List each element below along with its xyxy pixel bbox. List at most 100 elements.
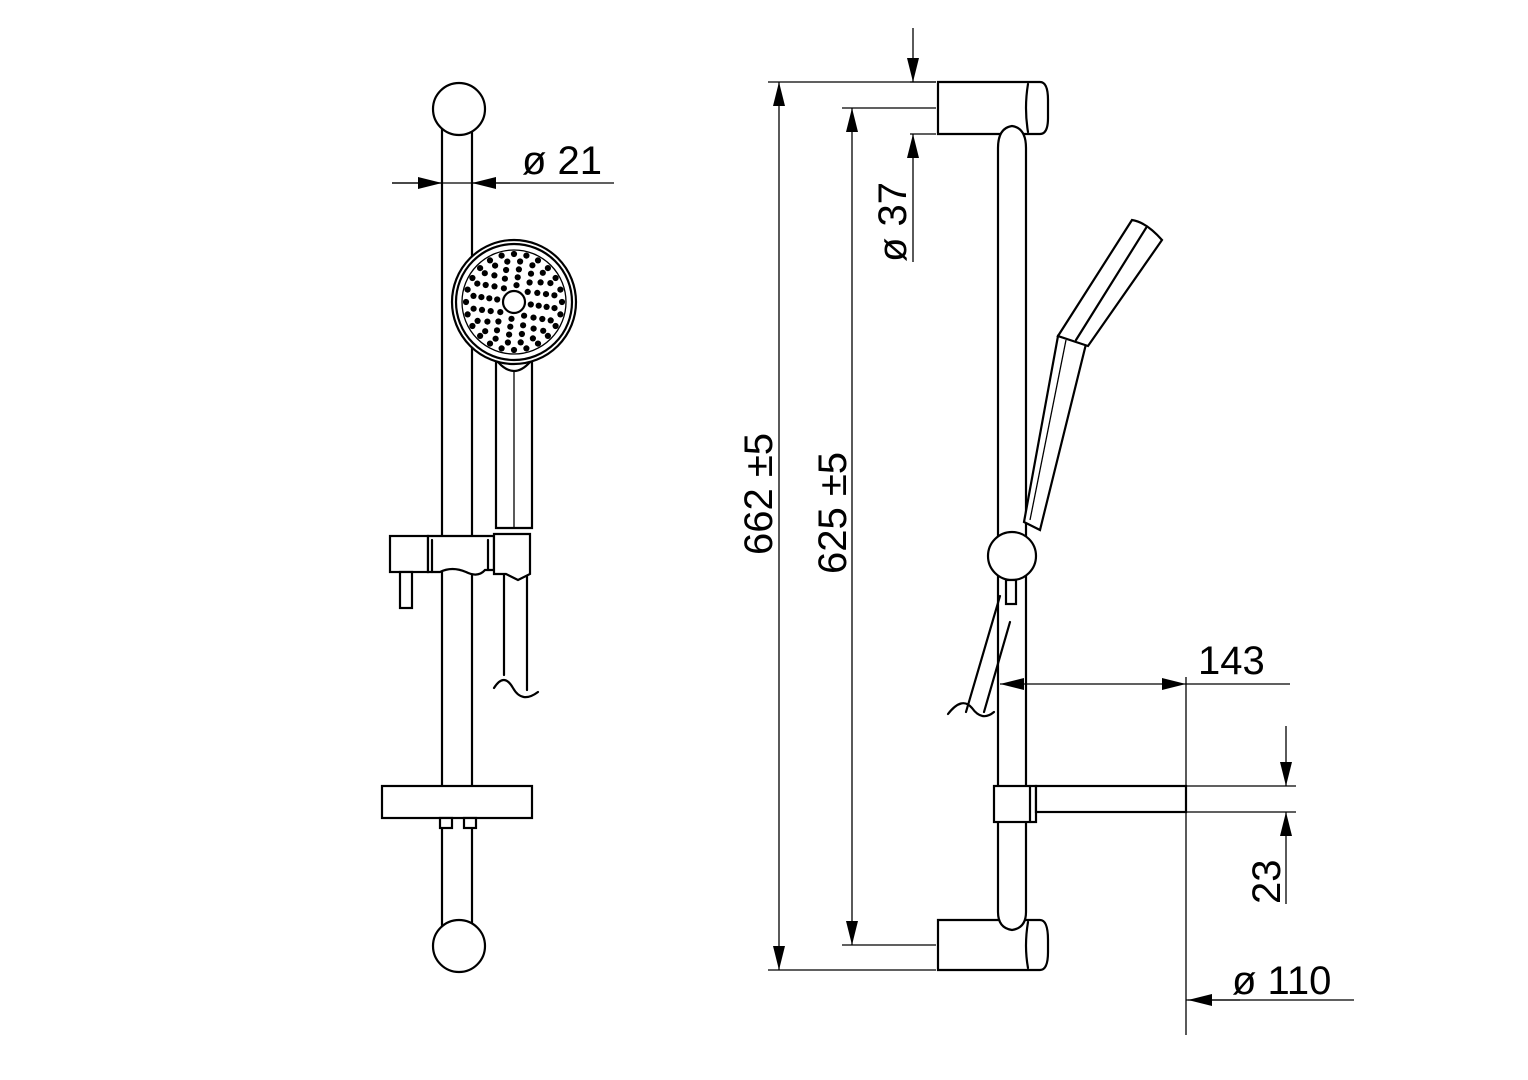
dimension-bracket-spacing: 625 ±5	[811, 107, 936, 946]
nozzle-dot	[482, 281, 489, 289]
nozzle-dot	[508, 315, 515, 322]
nozzle-dot	[481, 270, 488, 277]
nozzle-dot	[487, 308, 494, 315]
nozzle-dot	[477, 332, 484, 339]
nozzle-dot	[486, 340, 494, 347]
nozzle-dot	[518, 330, 526, 338]
nozzle-dot	[477, 265, 484, 272]
front-soap-dish	[380, 784, 534, 830]
nozzle-dot	[498, 345, 505, 352]
dimension-overall-length: 662 ±5	[737, 81, 936, 971]
nozzle-dot	[523, 252, 530, 259]
nozzle-dot	[535, 302, 542, 309]
nozzle-dot	[469, 274, 476, 282]
dim-overall-length-label: 662 ±5	[737, 433, 781, 555]
nozzle-dot	[504, 339, 511, 346]
side-top-wall-bracket	[936, 80, 1050, 136]
nozzle-dot	[530, 325, 537, 332]
nozzle-dot	[551, 292, 558, 299]
nozzle-dot	[491, 272, 498, 279]
front-shower-nozzles	[462, 250, 566, 354]
nozzle-dot	[514, 274, 521, 281]
nozzle-dot	[539, 269, 546, 276]
nozzle-dot	[484, 318, 491, 325]
nozzle-dot	[510, 250, 518, 258]
nozzle-dot	[543, 303, 550, 310]
front-view: ø 21	[380, 81, 614, 974]
dimension-bracket-diameter: ø 37	[871, 28, 936, 262]
front-bottom-end-cap	[431, 918, 487, 974]
nozzle-dot	[534, 340, 542, 347]
nozzle-dot	[478, 306, 486, 313]
nozzle-dot	[503, 266, 510, 274]
nozzle-dot	[501, 275, 508, 282]
nozzle-dot	[492, 262, 499, 269]
nozzle-dot	[529, 335, 537, 342]
dim-bracket-diameter-label: ø 37	[871, 182, 915, 262]
nozzle-dot	[470, 305, 477, 312]
dimension-soap-dish-diameter: ø 110	[1186, 959, 1354, 1006]
nozzle-dot	[542, 291, 550, 298]
nozzle-dot	[529, 262, 536, 269]
nozzle-dot	[507, 323, 514, 330]
nozzle-dot	[552, 274, 559, 282]
nozzle-dot	[469, 322, 476, 330]
nozzle-dot	[527, 301, 534, 308]
dim-soap-dish-diameter-label: ø 110	[1232, 959, 1331, 1003]
side-hose	[964, 594, 1012, 714]
nozzle-dot	[478, 294, 485, 301]
side-view: 662 ±5 625 ±5 ø 37 143	[737, 28, 1354, 1035]
nozzle-dot	[497, 309, 504, 316]
front-slider-holder	[388, 532, 532, 610]
nozzle-dot	[523, 345, 530, 352]
nozzle-dot	[520, 322, 527, 329]
nozzle-dot	[527, 270, 535, 277]
dimension-bar-diameter: ø 21	[392, 139, 614, 189]
nozzle-dot	[526, 279, 533, 286]
nozzle-dot	[493, 327, 501, 334]
nozzle-dot	[486, 257, 494, 264]
dim-bracket-spacing-label: 625 ±5	[811, 452, 855, 574]
nozzle-dot	[470, 292, 477, 299]
nozzle-dot	[494, 296, 501, 303]
nozzle-dot	[504, 258, 511, 265]
nozzle-dot	[486, 295, 493, 302]
nozzle-dot	[544, 265, 552, 272]
nozzle-dot	[552, 322, 559, 330]
side-slide-bar	[996, 124, 1028, 932]
side-slider-pin	[1004, 578, 1018, 606]
nozzle-dot	[534, 289, 541, 296]
nozzle-dot	[537, 279, 544, 286]
nozzle-dot	[462, 298, 470, 306]
nozzle-dot	[539, 315, 546, 323]
nozzle-dot	[517, 258, 524, 265]
nozzle-dot	[495, 318, 502, 325]
dim-bar-diameter-label: ø 21	[522, 139, 602, 183]
nozzle-dot	[540, 327, 547, 334]
nozzle-dot	[474, 280, 481, 287]
nozzle-dot	[544, 332, 552, 339]
side-slider-knob	[986, 530, 1038, 582]
nozzle-dot	[515, 266, 523, 273]
nozzle-dot	[558, 298, 566, 306]
dimension-soap-dish-height: 23	[1186, 726, 1296, 904]
nozzle-dot	[492, 335, 499, 342]
front-hose	[502, 568, 529, 692]
dimension-projection: 143	[1000, 639, 1290, 1035]
front-hose-break	[492, 678, 540, 699]
nozzle-dot	[500, 285, 507, 292]
nozzle-dot	[498, 252, 505, 259]
side-bottom-wall-bracket	[936, 918, 1050, 972]
nozzle-dot	[517, 339, 524, 346]
nozzle-dot	[482, 328, 489, 335]
nozzle-dot	[534, 257, 542, 264]
nozzle-dot	[464, 311, 471, 318]
nozzle-dot	[557, 311, 564, 318]
nozzle-dot	[491, 283, 498, 290]
nozzle-dot	[547, 317, 554, 324]
nozzle-dot	[521, 312, 528, 319]
nozzle-dot	[530, 314, 537, 321]
dim-soap-dish-height-label: 23	[1245, 860, 1289, 905]
nozzle-dot	[464, 286, 471, 293]
nozzle-dot	[510, 346, 518, 354]
